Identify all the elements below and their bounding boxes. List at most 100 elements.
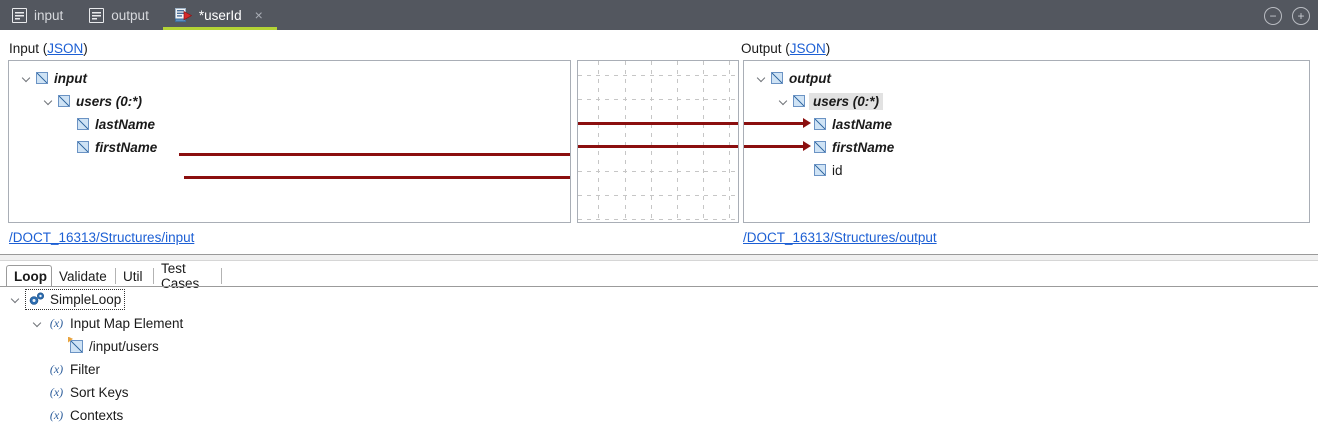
chevron-down-icon[interactable] (778, 95, 790, 107)
input-structure-tree[interactable]: input users (0:*) lastName firstName (8, 60, 571, 223)
field-ref-icon (70, 339, 83, 353)
tree-node-filter[interactable]: (x) Filter (48, 358, 100, 380)
arrowhead-firstname (803, 141, 811, 151)
chevron-down-icon[interactable] (32, 317, 44, 329)
function-icon: (x) (49, 408, 64, 422)
tab-separator (221, 268, 222, 284)
tab-label: Validate (59, 268, 107, 284)
loop-properties-tree[interactable]: SimpleLoop (x) Input Map Element /input/… (0, 288, 1318, 447)
tab-test-cases[interactable]: Test Cases (154, 261, 222, 291)
tree-node-label: firstName (832, 139, 895, 155)
function-icon: (x) (49, 362, 64, 376)
field-icon (77, 141, 89, 153)
tree-node-label: lastName (832, 116, 893, 132)
tree-node-input-map-element[interactable]: (x) Input Map Element (32, 312, 184, 334)
tree-node-output[interactable]: output (756, 69, 831, 87)
tab-separator (115, 268, 116, 284)
chevron-down-icon[interactable] (21, 72, 33, 84)
tab-validate[interactable]: Validate (52, 265, 116, 287)
connector-lastname-segment[interactable] (578, 122, 738, 125)
connector-firstname[interactable] (184, 176, 570, 179)
tree-node-label: Sort Keys (70, 384, 129, 400)
function-icon: (x) (49, 385, 64, 399)
bottom-tab-underline (0, 286, 1318, 287)
tab-label: output (111, 7, 149, 23)
field-icon (771, 72, 783, 84)
arrowhead-lastname (803, 118, 811, 128)
tab-output[interactable]: output (77, 0, 163, 30)
connector-lastname-in[interactable] (744, 122, 804, 125)
tree-node-firstname[interactable]: firstName (814, 138, 894, 156)
field-icon (36, 72, 48, 84)
tree-node-input[interactable]: input (21, 69, 87, 87)
field-icon (793, 95, 805, 107)
field-icon (58, 95, 70, 107)
tab-label: Util (123, 268, 143, 284)
gears-icon (29, 292, 45, 306)
chevron-down-icon[interactable] (10, 293, 22, 305)
field-icon (77, 118, 89, 130)
selection-outline: SimpleLoop (24, 288, 126, 310)
tree-node-input-users[interactable]: /input/users (70, 335, 159, 357)
connector-firstname-segment[interactable] (578, 145, 738, 148)
input-json-link[interactable]: JSON (47, 41, 84, 56)
tree-node-lastname[interactable]: lastName (77, 115, 155, 133)
tree-node-label: id (832, 162, 843, 178)
input-label-suffix: ) (83, 41, 88, 56)
tree-node-label: Filter (70, 361, 100, 377)
tab-input[interactable]: input (0, 0, 77, 30)
tree-node-contexts[interactable]: (x) Contexts (48, 404, 123, 426)
tree-node-label: Contexts (70, 407, 124, 423)
panel-splitter[interactable] (0, 254, 1318, 261)
field-icon (814, 164, 826, 176)
tree-node-id[interactable]: id (814, 161, 843, 179)
mapping-canvas[interactable] (577, 60, 739, 223)
tree-node-users[interactable]: users (0:*) (778, 92, 884, 110)
tab-separator (153, 268, 154, 284)
chevron-down-icon[interactable] (43, 95, 55, 107)
minimize-button[interactable]: − (1264, 7, 1282, 25)
close-icon[interactable]: × (254, 7, 263, 23)
function-icon: (x) (49, 316, 64, 330)
tree-node-label: Input Map Element (70, 315, 184, 331)
output-structure-tree[interactable]: output users (0:*) lastName firstName id (743, 60, 1310, 223)
field-icon (814, 141, 826, 153)
document-icon (89, 7, 105, 23)
tree-node-label: users (0:*) (809, 92, 884, 110)
tree-node-label: firstName (95, 139, 158, 155)
output-panel-label: Output (JSON) (741, 41, 830, 56)
connector-lastname[interactable] (179, 153, 570, 156)
tree-node-users[interactable]: users (0:*) (43, 92, 142, 110)
tab-loop[interactable]: Loop (6, 265, 52, 287)
tree-node-sort-keys[interactable]: (x) Sort Keys (48, 381, 129, 403)
editor-tab-bar: input output *userId × − + (0, 0, 1318, 30)
tree-node-firstname[interactable]: firstName (77, 138, 157, 156)
input-label-prefix: Input ( (9, 41, 48, 56)
chevron-down-icon[interactable] (756, 72, 768, 84)
maximize-button[interactable]: + (1292, 7, 1310, 25)
tree-node-label: output (789, 70, 831, 86)
output-label-prefix: Output ( (741, 41, 790, 56)
tree-node-simpleloop[interactable]: SimpleLoop (10, 288, 126, 310)
input-path-link[interactable]: /DOCT_16313/Structures/input (9, 230, 195, 245)
output-path-link[interactable]: /DOCT_16313/Structures/output (743, 230, 937, 245)
tab-label: Loop (14, 269, 47, 284)
tree-node-label: SimpleLoop (50, 291, 122, 307)
tab-userid[interactable]: *userId × (162, 0, 277, 30)
tab-label: Test Cases (161, 261, 200, 291)
tree-node-label: input (54, 70, 87, 86)
connector-firstname-in[interactable] (744, 145, 804, 148)
field-icon (814, 118, 826, 130)
bottom-tab-bar: Loop Validate Util Test Cases (0, 261, 1318, 291)
tree-node-lastname[interactable]: lastName (814, 115, 892, 133)
document-icon (12, 7, 27, 23)
tab-util[interactable]: Util (116, 265, 154, 287)
tab-label: input (34, 7, 64, 23)
output-json-link[interactable]: JSON (789, 41, 826, 56)
output-label-suffix: ) (825, 41, 831, 56)
input-panel-label: Input (JSON) (9, 41, 88, 56)
tree-node-label: /input/users (89, 338, 159, 354)
tree-node-label: users (0:*) (76, 93, 143, 109)
canvas-grid (578, 61, 738, 222)
tab-label: *userId (198, 7, 242, 23)
